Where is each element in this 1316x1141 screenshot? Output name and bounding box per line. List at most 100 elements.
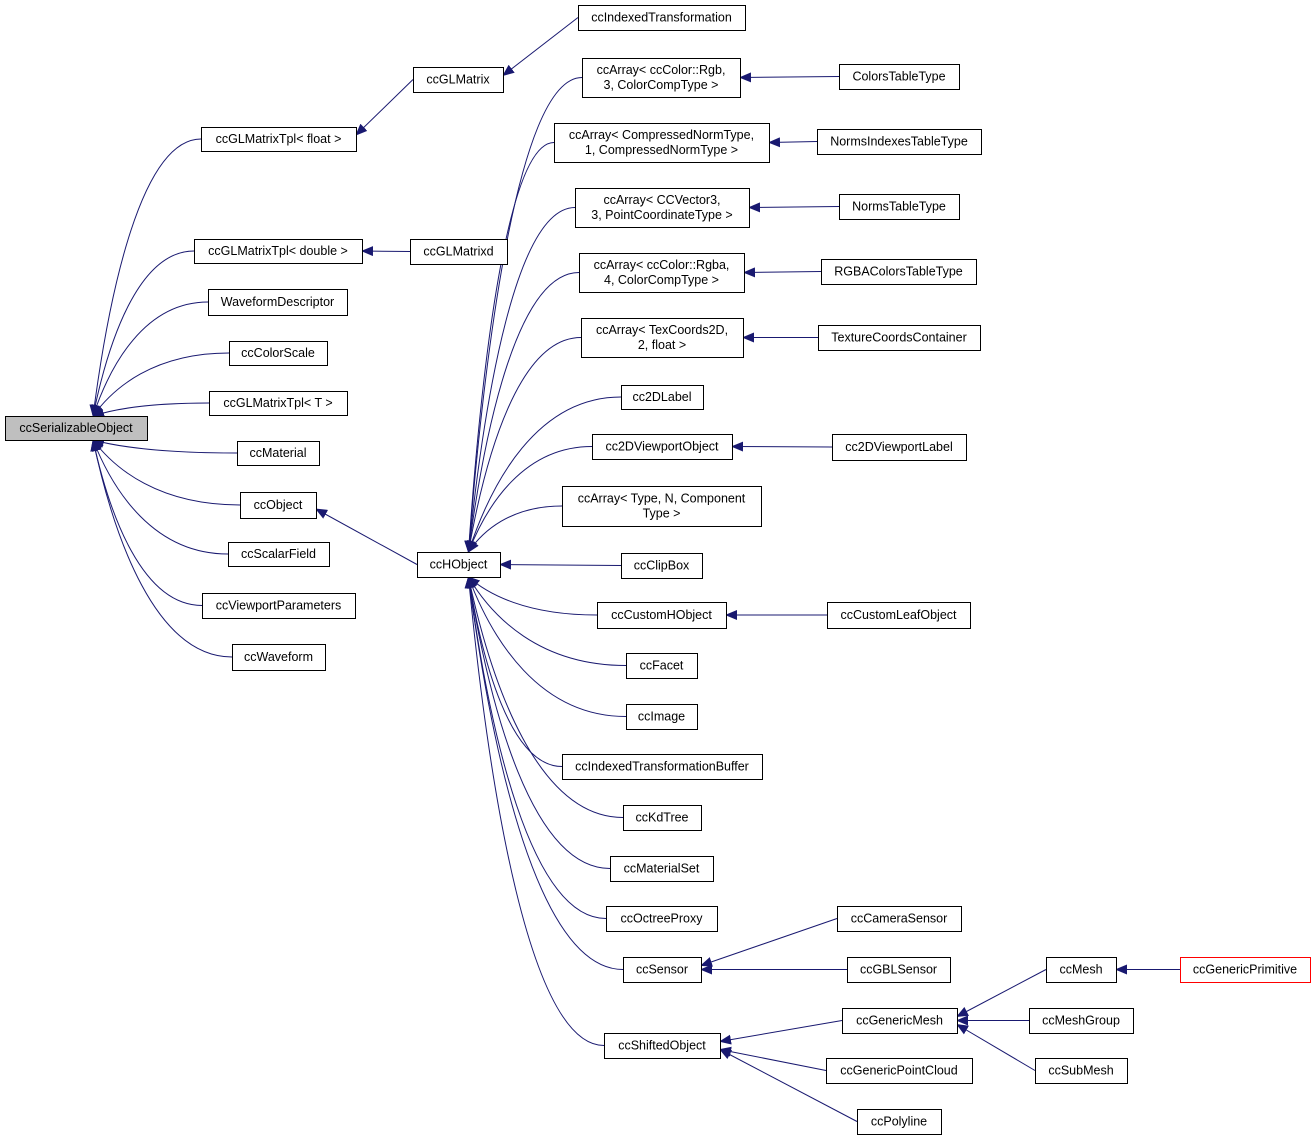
class-box	[232, 644, 326, 671]
class-node-cc-clip-box[interactable]: ccClipBox	[621, 553, 703, 579]
class-node-cc-kd-tree[interactable]: ccKdTree	[623, 805, 702, 831]
class-node-norms-table-type[interactable]: NormsTableType	[839, 194, 960, 220]
class-node-texture-coords-container[interactable]: TextureCoordsContainer	[818, 325, 981, 351]
class-box	[201, 127, 357, 152]
class-node-cc-sub-mesh[interactable]: ccSubMesh	[1035, 1058, 1128, 1084]
inheritance-arrow-cc-array-generic-to-cc-hobject	[467, 505, 563, 553]
class-label: cc2DLabel	[632, 390, 691, 404]
class-node-cc-sensor[interactable]: ccSensor	[623, 957, 702, 983]
class-box	[5, 416, 148, 441]
class-node-cc-object[interactable]: ccObject	[240, 492, 317, 519]
class-node-cc-glmatrix-tpl-float[interactable]: ccGLMatrixTpl< float >	[201, 127, 357, 152]
class-box	[626, 653, 698, 679]
inheritance-arrow-cc-glmatrix-tpl-double-to-cc-serializable-object	[90, 250, 195, 417]
class-node-cc-shifted-object[interactable]: ccShiftedObject	[604, 1033, 721, 1059]
inheritance-arrow-cc-glmatrix-tpl-t-to-cc-serializable-object	[92, 402, 210, 418]
class-node-cc-viewport-parameters[interactable]: ccViewportParameters	[202, 593, 356, 619]
inheritance-arrow-cc-clip-box-to-cc-hobject	[499, 559, 622, 570]
class-node-cc-material[interactable]: ccMaterial	[237, 441, 320, 466]
class-node-cc-scalar-field[interactable]: ccScalarField	[228, 542, 330, 567]
class-box	[1046, 957, 1117, 983]
class-node-cc-glmatrix-tpl-t[interactable]: ccGLMatrixTpl< T >	[209, 391, 348, 416]
class-box	[826, 1058, 973, 1084]
class-box	[410, 239, 508, 265]
class-box	[610, 856, 714, 882]
inheritance-arrow-rgbacolors-table-type-to-cc-array-rgba	[743, 267, 822, 278]
class-node-cc-mesh[interactable]: ccMesh	[1046, 957, 1117, 983]
class-node-norms-indexes-table-type[interactable]: NormsIndexesTableType	[817, 129, 982, 155]
class-label: WaveformDescriptor	[221, 295, 334, 309]
class-box	[581, 318, 744, 358]
class-node-cc-generic-point-cloud[interactable]: ccGenericPointCloud	[826, 1058, 973, 1084]
class-node-cc-serializable-object[interactable]: ccSerializableObject	[5, 416, 148, 441]
class-label: cc2DViewportObject	[605, 440, 719, 454]
class-node-cc-material-set[interactable]: ccMaterialSet	[610, 856, 714, 882]
class-label: ccArray< CCVector3,	[603, 193, 720, 207]
class-node-colors-table-type[interactable]: ColorsTableType	[839, 64, 960, 90]
class-label: 3, PointCoordinateType >	[591, 208, 732, 222]
class-node-cc-custom-hobject[interactable]: ccCustomHObject	[597, 602, 727, 629]
class-label: ccArray< Type, N, Component	[578, 492, 746, 506]
class-label: ccSensor	[636, 963, 688, 977]
class-box	[818, 325, 981, 351]
class-node-cc-array-vec3[interactable]: ccArray< CCVector3,3, PointCoordinateTyp…	[575, 188, 750, 228]
class-node-cc-color-scale[interactable]: ccColorScale	[229, 341, 328, 366]
class-node-cc-indexed-transformation[interactable]: ccIndexedTransformation	[578, 5, 746, 31]
class-label: ccCustomHObject	[611, 608, 712, 622]
class-node-cc-facet[interactable]: ccFacet	[626, 653, 698, 679]
class-node-cc-glmatrix[interactable]: ccGLMatrix	[413, 67, 504, 93]
class-label: ccIndexedTransformationBuffer	[575, 760, 749, 774]
class-node-cc-camera-sensor[interactable]: ccCameraSensor	[837, 906, 962, 932]
class-label: ccGLMatrixTpl< T >	[223, 396, 332, 410]
class-box	[623, 957, 702, 983]
class-box	[839, 194, 960, 220]
class-node-cc-hobject[interactable]: ccHObject	[417, 552, 501, 578]
class-node-cc2-dlabel[interactable]: cc2DLabel	[621, 385, 704, 410]
class-label: ccArray< CompressedNormType,	[569, 128, 754, 142]
inheritance-arrow-cc-camera-sensor-to-cc-sensor	[700, 918, 838, 967]
class-node-cc-gblsensor[interactable]: ccGBLSensor	[847, 957, 951, 983]
class-box	[847, 957, 951, 983]
class-box	[1180, 957, 1311, 983]
class-node-cc-glmatrixd[interactable]: ccGLMatrixd	[410, 239, 508, 265]
class-node-cc-glmatrix-tpl-double[interactable]: ccGLMatrixTpl< double >	[194, 239, 363, 264]
inheritance-arrow-cc-hobject-to-cc-object	[315, 508, 418, 565]
class-box	[1029, 1008, 1134, 1034]
inheritance-arrow-cc2-dviewport-label-to-cc2-dviewport-object	[731, 441, 833, 452]
class-node-cc-array-tex[interactable]: ccArray< TexCoords2D,2, float >	[581, 318, 744, 358]
class-box	[604, 1033, 721, 1059]
class-node-cc-array-rgba[interactable]: ccArray< ccColor::Rgba,4, ColorCompType …	[579, 253, 745, 293]
class-node-cc-polyline[interactable]: ccPolyline	[857, 1109, 942, 1135]
class-node-cc-array-rgb[interactable]: ccArray< ccColor::Rgb,3, ColorCompType >	[582, 58, 741, 98]
class-node-cc-waveform[interactable]: ccWaveform	[232, 644, 326, 671]
inheritance-arrow-waveform-descriptor-to-cc-serializable-object	[91, 301, 209, 417]
inheritance-arrow-cc-facet-to-cc-hobject	[467, 576, 627, 666]
inheritance-arrow-cc-generic-point-cloud-to-cc-shifted-object	[719, 1046, 827, 1071]
class-box	[562, 486, 762, 527]
class-label: ccObject	[254, 498, 303, 512]
class-node-cc2-dviewport-label[interactable]: cc2DViewportLabel	[832, 434, 967, 461]
class-node-cc-image[interactable]: ccImage	[626, 704, 698, 730]
class-label: ccColorScale	[241, 346, 315, 360]
class-node-cc-mesh-group[interactable]: ccMeshGroup	[1029, 1008, 1134, 1034]
class-node-cc-generic-mesh[interactable]: ccGenericMesh	[842, 1008, 958, 1034]
inheritance-arrow-cc-indexed-transformation-to-cc-glmatrix	[502, 17, 579, 77]
class-box	[626, 704, 698, 730]
class-label: ccGLMatrix	[426, 73, 490, 87]
class-label: ccCameraSensor	[851, 912, 948, 926]
class-node-cc-array-norm[interactable]: ccArray< CompressedNormType,1, Compresse…	[554, 123, 770, 163]
class-label: ccScalarField	[241, 547, 316, 561]
class-node-cc-custom-leaf-object[interactable]: ccCustomLeafObject	[827, 602, 971, 629]
class-box	[579, 253, 745, 293]
class-node-waveform-descriptor[interactable]: WaveformDescriptor	[208, 289, 348, 316]
class-node-cc-generic-primitive[interactable]: ccGenericPrimitive	[1180, 957, 1311, 983]
class-node-cc2-dviewport-object[interactable]: cc2DViewportObject	[592, 434, 733, 460]
class-label: ccImage	[638, 710, 685, 724]
inheritance-arrow-cc-color-scale-to-cc-serializable-object	[92, 352, 230, 417]
class-node-cc-octree-proxy[interactable]: ccOctreeProxy	[606, 906, 718, 932]
class-label: ccGLMatrixd	[423, 245, 493, 259]
class-node-cc-indexed-transformation-buffer[interactable]: ccIndexedTransformationBuffer	[562, 754, 763, 780]
class-box	[832, 434, 967, 461]
class-node-rgbacolors-table-type[interactable]: RGBAColorsTableType	[821, 259, 977, 285]
